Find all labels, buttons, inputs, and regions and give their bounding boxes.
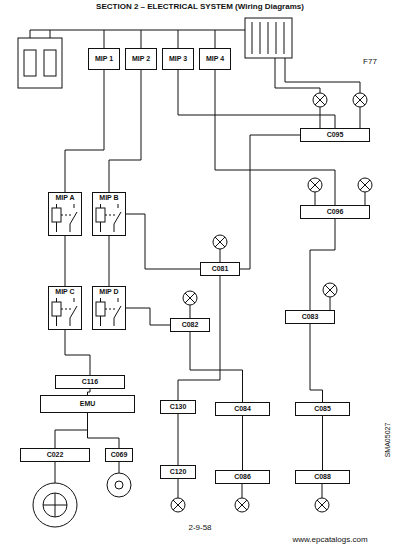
connector-box: C082 (170, 318, 210, 332)
connector-name: C022 (47, 451, 64, 459)
connector-name: C083 (302, 313, 319, 321)
connector-box: MIP 1 (88, 48, 120, 70)
wire (126, 308, 170, 325)
connector-box: C130 (160, 400, 196, 414)
motor-symbol (107, 473, 131, 497)
wire (65, 70, 104, 192)
connector-name: MIP 4 (206, 55, 224, 63)
wire (322, 416, 323, 470)
connector-name: C085 (314, 405, 331, 413)
connector-strip (245, 18, 292, 58)
connector-name: C069 (111, 451, 128, 459)
connector-name: C088 (314, 473, 331, 481)
connector-box: C084 (215, 402, 270, 416)
connector-name: C120 (170, 468, 187, 476)
wire (55, 413, 88, 448)
relay-symbols (52, 204, 121, 326)
connector-name: C081 (212, 265, 229, 273)
connector-name: C082 (182, 321, 199, 329)
fuse-box (18, 30, 62, 88)
connector-box: C120 (160, 465, 196, 479)
connector-box: C069 (105, 448, 133, 462)
ignition-switch (33, 483, 77, 527)
wire (88, 413, 120, 448)
connector-box: C095 (300, 128, 370, 142)
relay-box: MIP A (48, 192, 82, 236)
connector-box: C081 (200, 262, 240, 276)
connector-name: C130 (170, 403, 187, 411)
text-label: 2-9-58 (187, 524, 212, 533)
relay-box: MIP C (48, 286, 82, 330)
wire (178, 70, 335, 128)
connector-name: C096 (327, 208, 344, 216)
wire (109, 236, 110, 286)
wire (178, 276, 220, 400)
connector-box: C022 (20, 448, 90, 462)
connector-name: MIP C (55, 288, 74, 296)
connector-name: C116 (82, 378, 98, 386)
wire (310, 219, 335, 310)
connector-box: C085 (295, 402, 350, 416)
wire (190, 332, 243, 402)
connector-box: MIP 3 (162, 48, 194, 70)
connector-name: MIP D (99, 288, 118, 296)
connector-box: C088 (295, 470, 350, 484)
connector-box: MIP 2 (125, 48, 157, 70)
connector-name: EMU (80, 400, 96, 408)
connector-box: C086 (215, 470, 270, 484)
connector-name: C086 (234, 473, 251, 481)
connector-name: C095 (327, 131, 344, 139)
feed-wires (30, 30, 365, 498)
wire (310, 324, 323, 402)
wire (240, 135, 300, 269)
connector-name: MIP B (99, 194, 118, 202)
connector-box: EMU (40, 395, 135, 413)
wire (242, 416, 243, 470)
connector-name: C084 (234, 405, 251, 413)
connector-name: MIP 3 (169, 55, 187, 63)
text-label: SMA05027 (384, 422, 392, 459)
wire (65, 236, 66, 286)
lamp-symbols (171, 93, 372, 512)
connector-name: MIP 1 (95, 55, 113, 63)
text-label: www.epcatalogs.com (291, 536, 368, 545)
connector-box: C116 (55, 375, 125, 389)
connector-name: MIP 2 (132, 55, 150, 63)
connector-name: MIP A (55, 194, 74, 202)
page-title: SECTION 2 – ELECTRICAL SYSTEM (Wiring Di… (95, 3, 305, 12)
connector-box: C096 (300, 205, 370, 219)
wire (178, 414, 179, 465)
wire (126, 214, 200, 269)
wire (65, 330, 90, 375)
connector-box: C083 (285, 310, 335, 324)
text-label: F77 (362, 58, 378, 67)
wire (109, 70, 141, 192)
relay-box: MIP B (92, 192, 126, 236)
connector-box: MIP 4 (199, 48, 231, 70)
relay-box: MIP D (92, 286, 126, 330)
